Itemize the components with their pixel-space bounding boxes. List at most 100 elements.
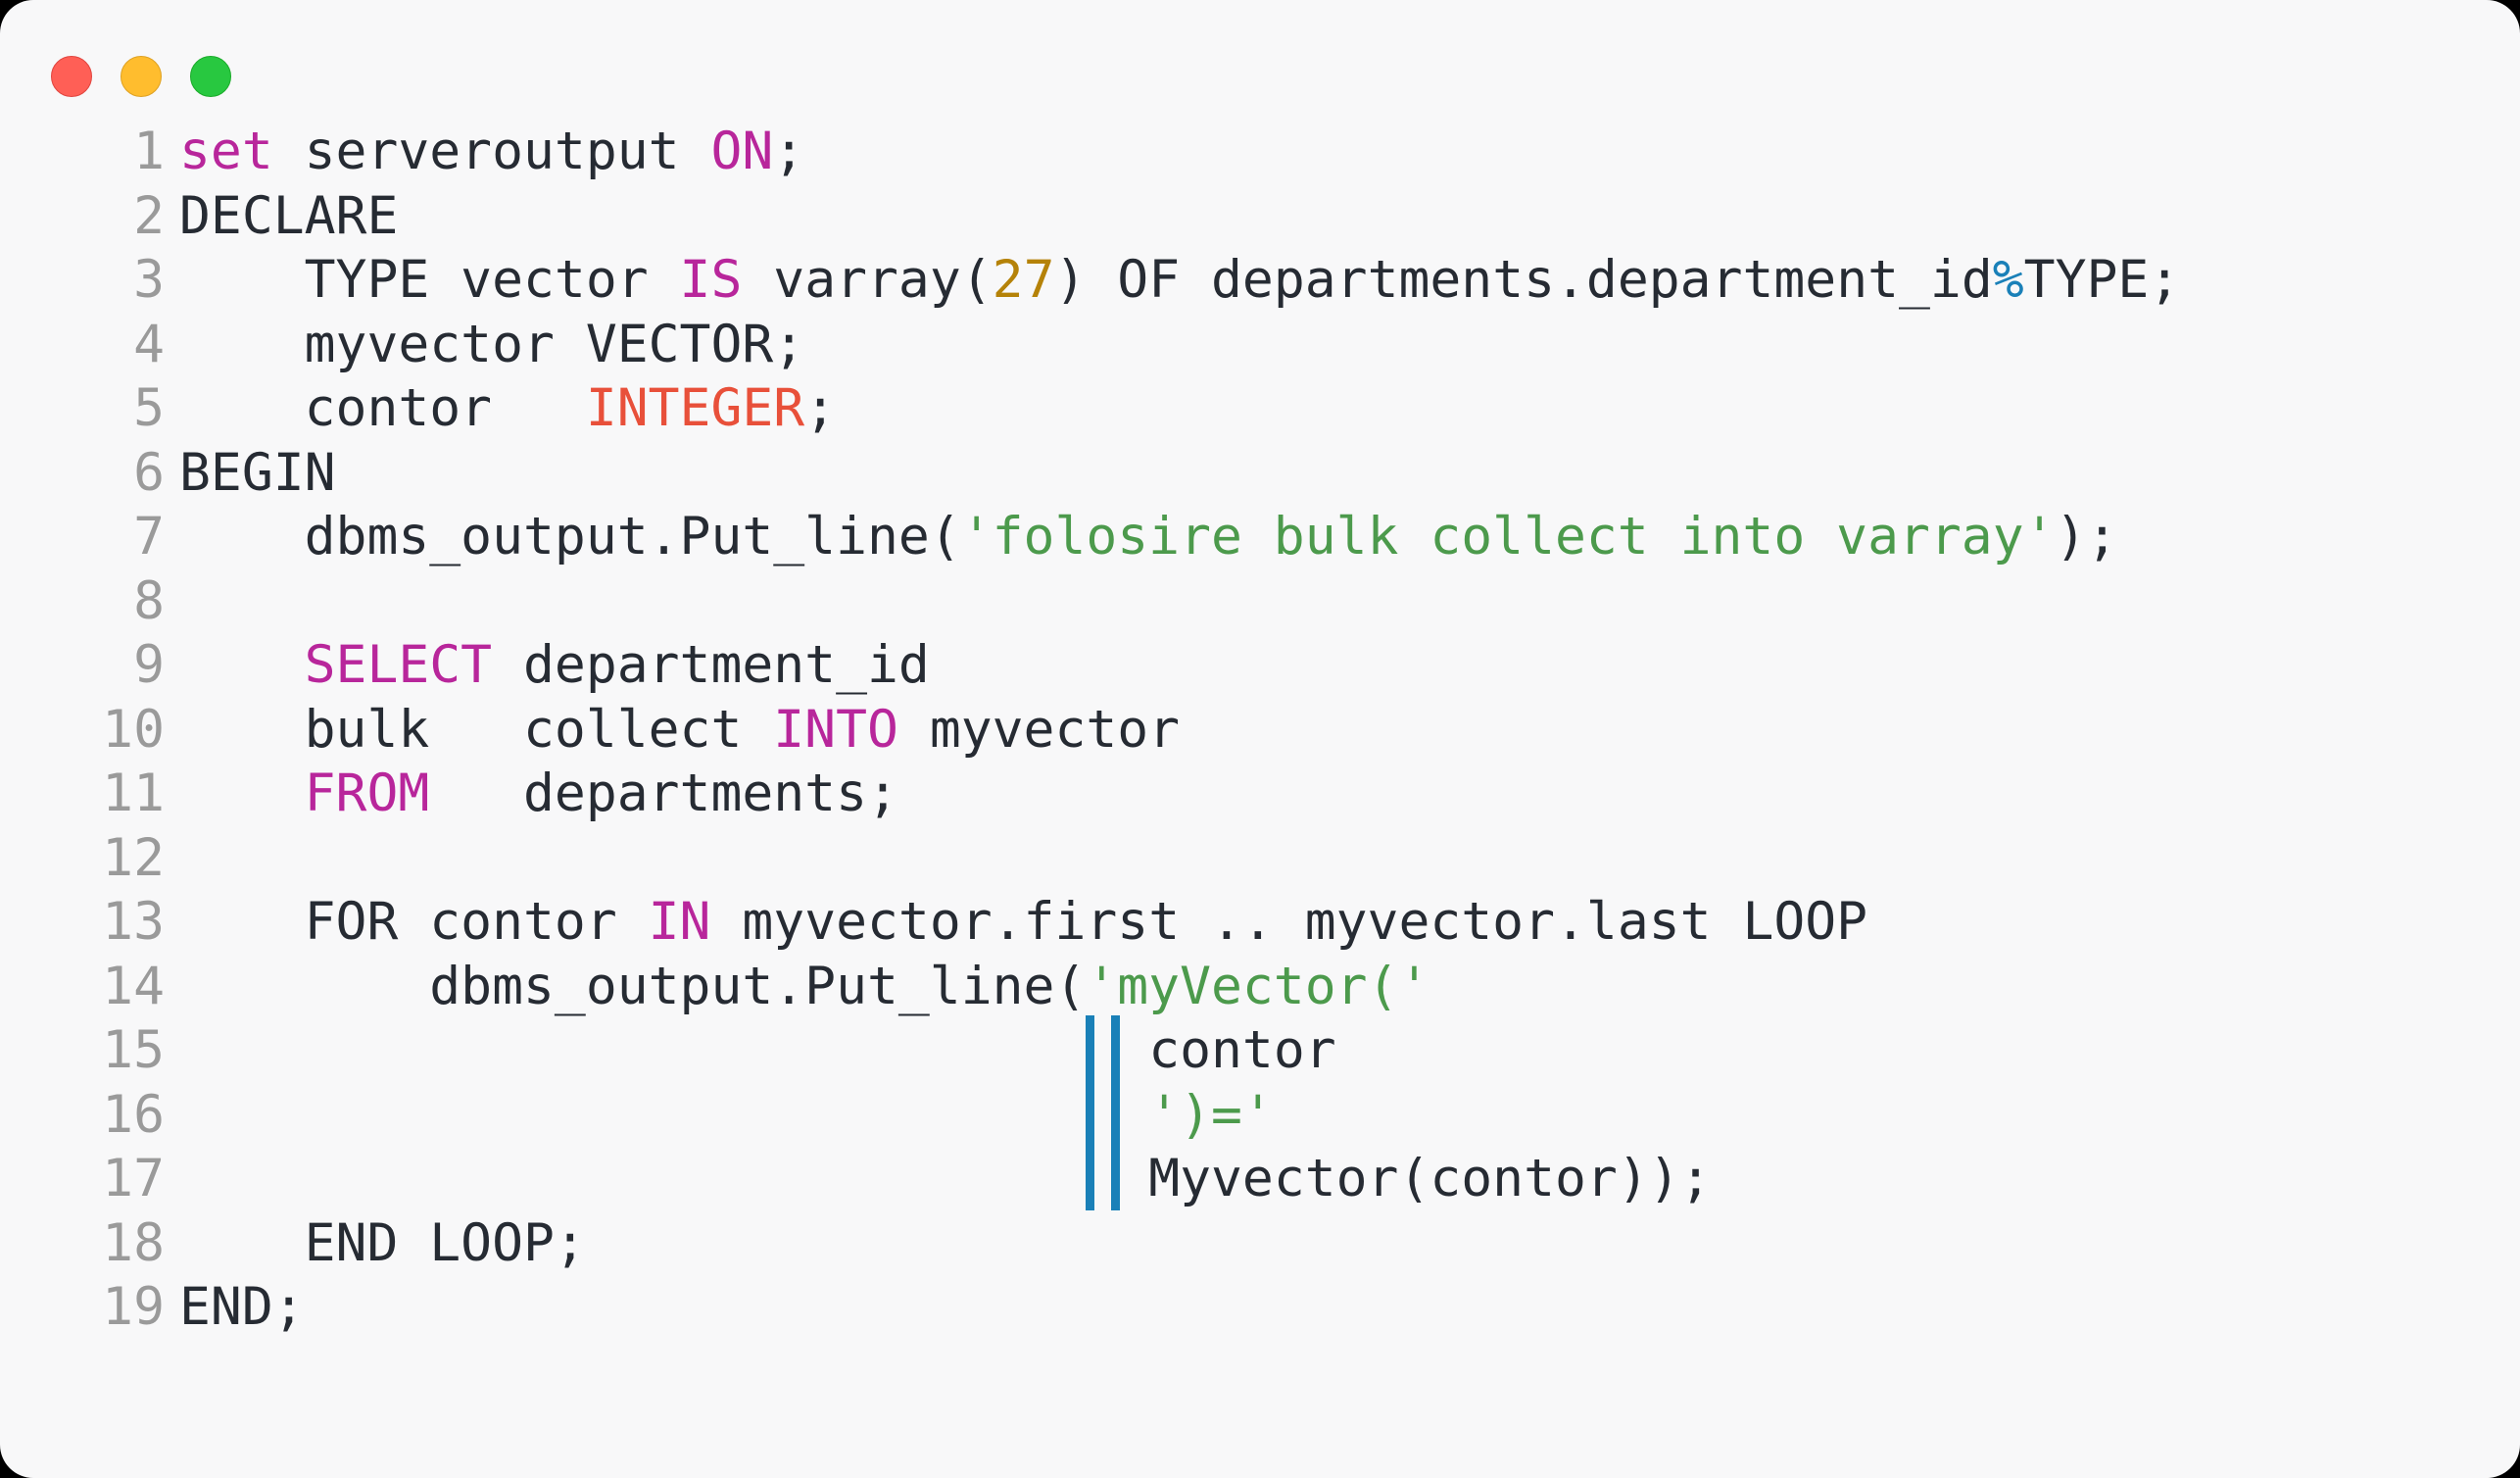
token-keyword: set [179, 122, 273, 181]
token-keyword: IS [679, 250, 743, 310]
token-plain: myvector [897, 699, 1181, 760]
token-concat-operator: || [1086, 1015, 1148, 1083]
line-content: BEGIN [165, 441, 336, 506]
token-plain: ) OF departments.department_id [1054, 250, 1993, 310]
line-number: 6 [133, 442, 165, 503]
token-string: ')=' [1148, 1084, 1274, 1145]
token-indent [179, 1149, 1086, 1208]
line-number: 10 [102, 699, 165, 760]
line-content: TYPE vector IS varray(27) OF departments… [165, 248, 2181, 313]
line-number: 15 [102, 1020, 165, 1080]
code-line: 17 ||Myvector(contor)); [94, 1144, 2520, 1211]
code-line: 4 myvector VECTOR; [94, 313, 2520, 377]
code-line: 16 ||')=' [94, 1079, 2520, 1148]
code-line: 10 bulk collect INTO myvector [94, 698, 2520, 763]
line-number: 19 [102, 1277, 165, 1337]
code-line: 2 DECLARE [94, 184, 2520, 249]
token-plain: dbms_output.Put_line( [179, 507, 961, 567]
line-content: set serveroutput ON; [165, 120, 804, 184]
code-line: 6 BEGIN [94, 441, 2520, 506]
code-line: 5 contor INTEGER; [94, 376, 2520, 441]
token-plain [179, 764, 305, 823]
line-number: 5 [133, 378, 165, 438]
token-plain: bulk collect [179, 699, 774, 760]
line-number: 8 [133, 570, 165, 631]
code-line: 14 dbms_output.Put_line('myVector(' [94, 955, 2520, 1019]
code-line: 15 ||contor [94, 1015, 2520, 1083]
code-line: 1 set serveroutput ON; [94, 120, 2520, 184]
token-plain: END LOOP; [179, 1212, 586, 1273]
line-content: FROM departments; [165, 762, 898, 826]
token-number: 27 [992, 250, 1055, 310]
token-type: INTEGER [585, 378, 805, 438]
token-concat-operator: || [1086, 1079, 1148, 1148]
close-window-button[interactable] [51, 56, 92, 97]
line-number: 13 [102, 892, 165, 952]
code-line: 9 SELECT department_id [94, 633, 2520, 698]
token-plain: serveroutput [272, 122, 711, 181]
token-indent [179, 1020, 1086, 1080]
code-line: 12 [94, 826, 2520, 891]
token-plain: ); [2055, 507, 2118, 567]
line-content: END; [165, 1275, 305, 1340]
code-line: 8 [94, 569, 2520, 634]
line-content: dbms_output.Put_line('folosire bulk coll… [165, 505, 2118, 569]
line-number: 11 [102, 764, 165, 823]
token-plain: contor [179, 378, 586, 438]
line-number: 1 [133, 122, 165, 181]
code-line: 18 END LOOP; [94, 1211, 2520, 1276]
token-plain: department_id [492, 635, 930, 695]
token-plain: Myvector(contor)); [1148, 1149, 1712, 1208]
token-plain: departments; [429, 764, 898, 823]
line-content: myvector VECTOR; [165, 313, 805, 377]
token-indent [179, 1085, 1086, 1145]
line-number: 7 [133, 507, 165, 567]
token-keyword: FROM [304, 764, 430, 823]
token-plain: BEGIN [179, 442, 336, 503]
token-plain: varray( [742, 250, 993, 310]
window-titlebar [0, 0, 2520, 120]
line-number: 3 [133, 250, 165, 310]
line-number: 14 [102, 956, 165, 1016]
token-concat-operator: || [1086, 1144, 1148, 1211]
line-number: 16 [102, 1084, 165, 1145]
line-number: 2 [133, 185, 165, 246]
token-plain: END; [179, 1277, 305, 1337]
token-plain: FOR contor [179, 892, 649, 952]
line-content: ||')=' [165, 1079, 1274, 1148]
line-number: 17 [102, 1149, 165, 1208]
line-content: DECLARE [165, 184, 398, 249]
token-plain: ; [773, 122, 805, 181]
line-number: 4 [133, 314, 165, 374]
maximize-window-button[interactable] [190, 56, 231, 97]
minimize-window-button[interactable] [121, 56, 162, 97]
line-content: ||contor [165, 1015, 1336, 1083]
code-line: 13 FOR contor IN myvector.first .. myvec… [94, 890, 2520, 955]
code-line: 7 dbms_output.Put_line('folosire bulk co… [94, 505, 2520, 569]
code-line: 11 FROM departments; [94, 762, 2520, 826]
code-line: 3 TYPE vector IS varray(27) OF departmen… [94, 248, 2520, 313]
code-editor[interactable]: 1 set serveroutput ON; 2 DECLARE 3 TYPE … [0, 120, 2520, 1340]
token-keyword: SELECT [304, 635, 493, 695]
line-content: contor INTEGER; [165, 376, 837, 441]
token-plain: myvector VECTOR; [179, 314, 805, 374]
token-keyword: IN [648, 892, 711, 952]
line-number: 18 [102, 1212, 165, 1273]
line-content: ||Myvector(contor)); [165, 1144, 1712, 1211]
line-number: 9 [133, 635, 165, 695]
line-number: 12 [102, 827, 165, 888]
code-line: 19 END; [94, 1275, 2520, 1340]
token-plain: dbms_output.Put_line( [179, 956, 1087, 1016]
token-keyword: ON [710, 122, 774, 181]
token-plain: DECLARE [179, 185, 399, 246]
token-plain: ; [804, 378, 837, 438]
token-string: 'folosire bulk collect into varray' [960, 507, 2056, 567]
token-plain: TYPE vector [179, 250, 680, 310]
token-string: 'myVector(' [1086, 956, 1430, 1016]
line-content: END LOOP; [165, 1211, 586, 1276]
line-content: bulk collect INTO myvector [165, 698, 1180, 763]
token-plain: contor [1148, 1020, 1336, 1080]
line-content: dbms_output.Put_line('myVector(' [165, 955, 1430, 1019]
token-plain: myvector.first .. myvector.last LOOP [710, 892, 1868, 952]
